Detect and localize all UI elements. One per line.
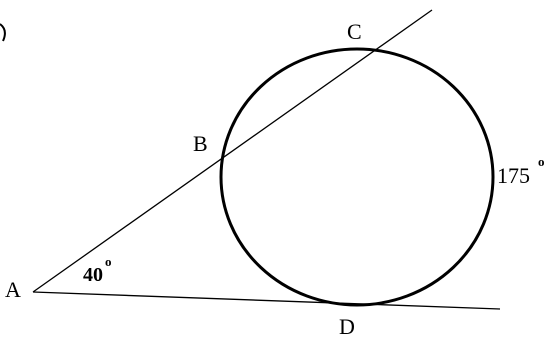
point-label-a: A [5,277,21,302]
point-label-c: C [347,19,362,44]
point-label-b: B [193,131,208,156]
arc-cd-degree: o [538,154,545,169]
point-label-d: D [339,314,355,339]
tangent-line [32,291,501,310]
arc-cd-value: 175 [497,163,530,188]
circle [219,47,495,307]
angle-a-value: 40 [83,264,103,286]
corner-mark [0,23,6,42]
secant-line [32,9,433,293]
angle-a-degree: o [105,254,112,269]
